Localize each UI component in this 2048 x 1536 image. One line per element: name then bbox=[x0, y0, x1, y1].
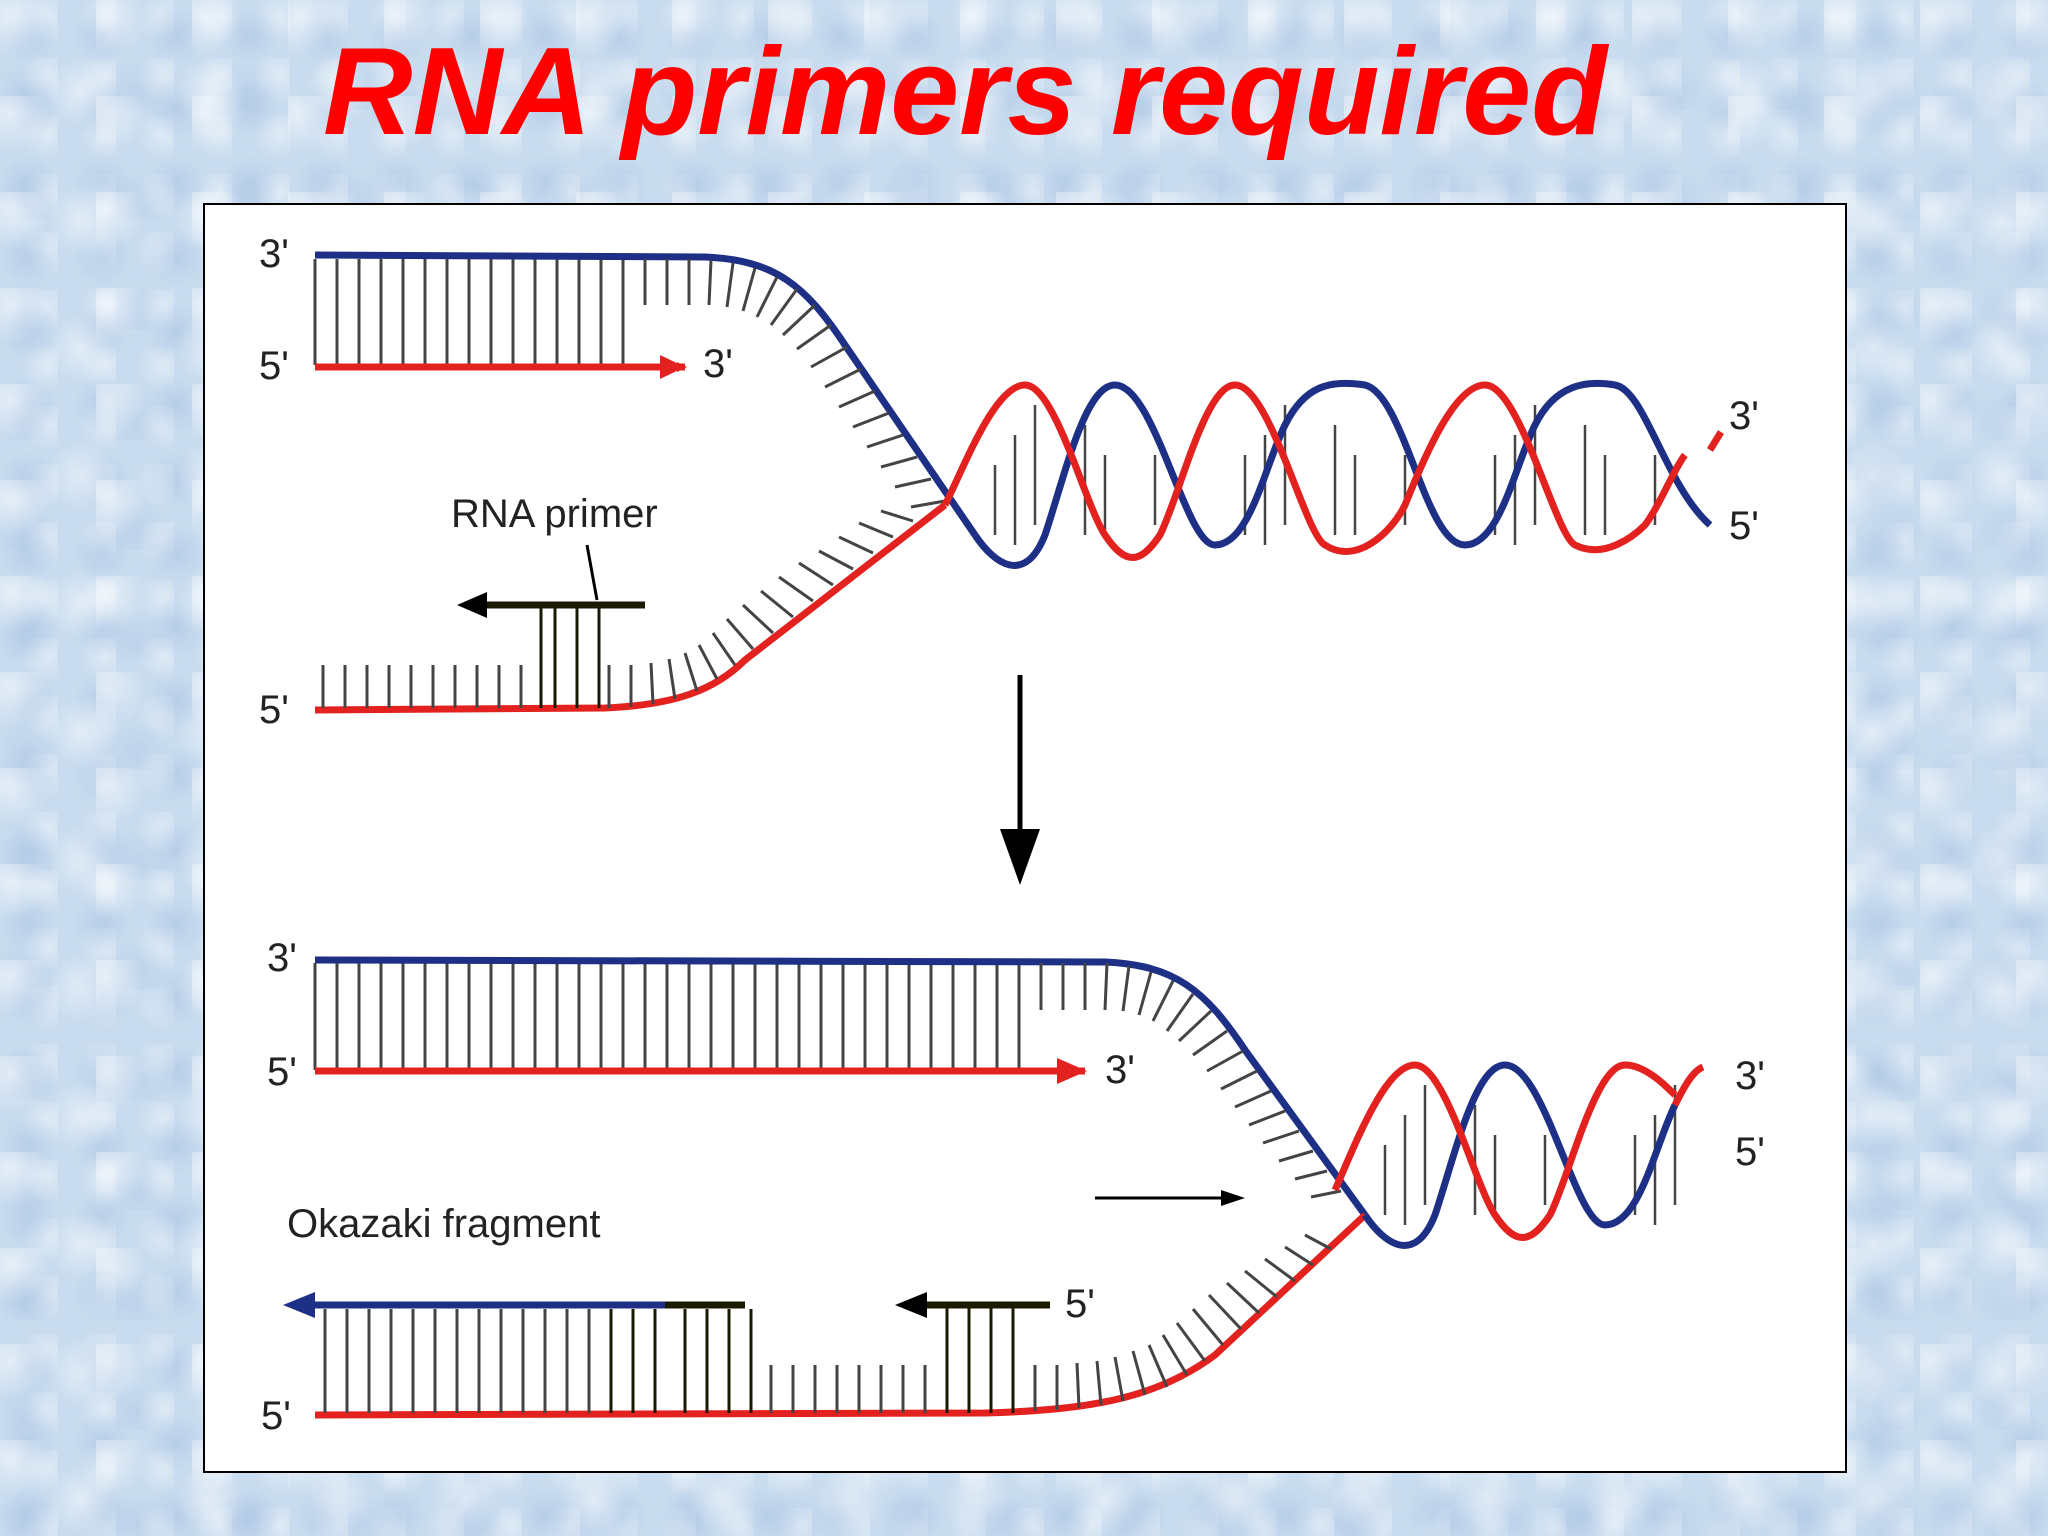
okazaki-fragment bbox=[283, 1292, 753, 1413]
top-leading-end-3prime-label: 3' bbox=[703, 342, 733, 386]
fork-movement-arrow bbox=[1095, 1190, 1245, 1206]
bottom-lower-bases bbox=[769, 1233, 1332, 1413]
top-lagging-template-strand bbox=[314, 502, 948, 714]
rna-primer-label: RNA primer bbox=[451, 492, 658, 536]
bottom-helix-5prime-label: 5' bbox=[1735, 1130, 1765, 1174]
replication-fork-diagram: 3' 5' 3' 3' 5' 5' RNA primer bbox=[259, 232, 1765, 1438]
top-rna-primer bbox=[457, 544, 645, 708]
bottom-lagging-template-strand bbox=[314, 1212, 1368, 1419]
top-leading-5prime-label: 5' bbox=[259, 344, 289, 388]
bottom-fork: 3' 5' 3' 3' 5' 5' 5' Okazaki fragment bbox=[261, 936, 1765, 1438]
top-upper-unpaired-bases bbox=[643, 259, 946, 509]
bottom-leading-rungs bbox=[313, 963, 1021, 1070]
top-lagging-5prime-label: 5' bbox=[259, 688, 289, 732]
top-fork: 3' 5' 3' 3' 5' 5' RNA primer bbox=[259, 232, 1759, 732]
slide-title: RNA primers required bbox=[323, 23, 1607, 161]
okazaki-fragment-label: Okazaki fragment bbox=[287, 1202, 600, 1246]
bottom-leading-5prime-label: 5' bbox=[267, 1050, 297, 1094]
top-helix-3prime-label: 3' bbox=[1729, 394, 1759, 438]
step-arrow bbox=[1000, 675, 1040, 885]
top-helix-5prime-label: 5' bbox=[1729, 504, 1759, 548]
top-template-strand bbox=[314, 251, 978, 537]
bottom-leading-end-3prime-label: 3' bbox=[1105, 1048, 1135, 1092]
top-template-3prime-label: 3' bbox=[259, 232, 289, 276]
bottom-helix-3prime-label: 3' bbox=[1735, 1054, 1765, 1098]
top-leading-rungs bbox=[313, 259, 625, 365]
bottom-new-primer-5prime-label: 5' bbox=[1065, 1282, 1095, 1326]
top-lower-bases bbox=[321, 509, 914, 708]
bottom-new-primer bbox=[895, 1292, 1050, 1413]
bottom-lagging-5prime-label: 5' bbox=[261, 1394, 291, 1438]
bottom-template-strand bbox=[314, 956, 1368, 1218]
bottom-upper-unpaired-bases bbox=[1039, 962, 1342, 1199]
top-double-helix bbox=[941, 379, 1724, 569]
replication-fork-figure: 3' 5' 3' 3' 5' 5' RNA primer bbox=[203, 203, 1847, 1473]
bottom-double-helix bbox=[1331, 1061, 1705, 1249]
bottom-template-3prime-label: 3' bbox=[267, 936, 297, 980]
